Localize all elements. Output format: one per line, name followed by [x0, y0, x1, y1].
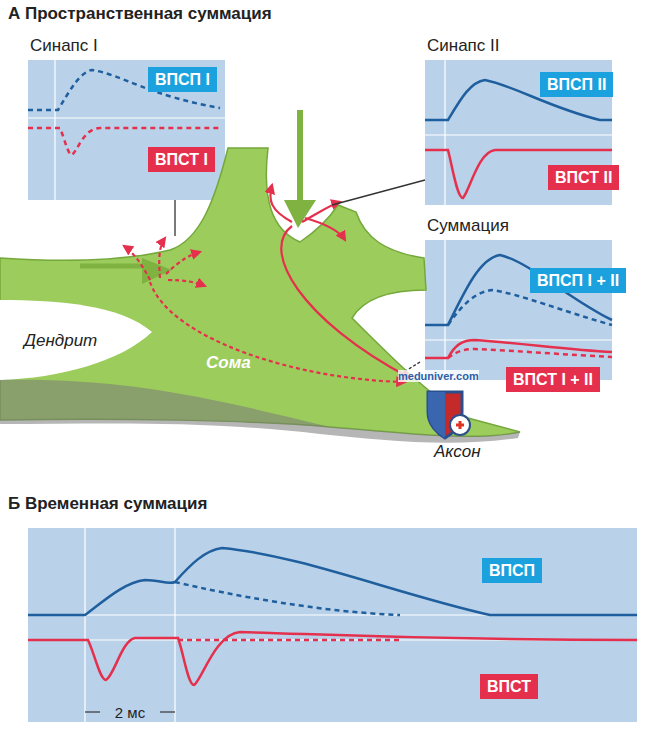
graph-panel [28, 528, 637, 722]
epsp-label: ВПСП [482, 558, 542, 583]
label-text: ВПСТ I + II [513, 371, 593, 388]
label-text: ВПСП [489, 562, 535, 579]
graph-panel: Синапс IВПСП IВПСТ I [28, 60, 225, 200]
watermark: meduniver.com [398, 370, 479, 382]
label-text: ВПСТ I [155, 151, 208, 168]
current-arrows [124, 238, 405, 382]
graph-panel [425, 60, 612, 205]
epsc-curve [28, 632, 637, 685]
epsc-curve [425, 340, 612, 358]
section-title: А Пространственная суммация [8, 4, 272, 24]
graph-panel [425, 240, 612, 380]
leader-lines [175, 180, 425, 372]
presynaptic-axon [80, 264, 148, 269]
epsp-label: ВПСП I + II [530, 268, 626, 293]
graph-panel: Синапс IIВПСП IIВПСТ II [425, 60, 612, 205]
epsc-curve [448, 349, 612, 358]
shadow [0, 380, 520, 443]
epsc-label: ВПСТ I [148, 147, 215, 172]
label-text: ВПСП I + II [537, 272, 619, 289]
watermark-shield [428, 392, 470, 438]
label-text: ВПСП II [547, 76, 606, 93]
epsp-curve [175, 582, 400, 615]
epsp-curve [28, 548, 637, 615]
label-text: ВПСП I [155, 71, 210, 88]
epsc-curve [178, 639, 400, 642]
panel-heading: Синапс I [30, 36, 98, 56]
presynaptic-axon [297, 110, 303, 200]
part-name: Дендрит [24, 331, 97, 351]
part-name: Сома [206, 353, 251, 373]
label-text: ВПСТ II [555, 169, 612, 186]
epsc-label: ВПСТ [480, 674, 538, 699]
scale-label: 2 мс [115, 704, 145, 721]
graph-panel [28, 60, 225, 200]
epsc-curve [425, 150, 612, 198]
graph-panel: СуммацияВПСП I + IIВПСТ I + II [425, 240, 612, 380]
label-text: ВПСТ [487, 678, 531, 695]
part-name: Аксон [434, 442, 480, 462]
current-arrows [270, 185, 410, 378]
dendrite-gap [0, 300, 152, 380]
epsc-label: ВПСТ II [548, 165, 619, 190]
epsc-label: ВПСТ I + II [506, 367, 600, 392]
epsp-label: ВПСП II [540, 72, 613, 97]
panel-heading: Суммация [427, 216, 509, 236]
epsp-curve [448, 290, 612, 325]
synapse-bouton [284, 200, 316, 228]
section-title: Б Временная суммация [8, 494, 207, 514]
panel-heading: Синапс II [427, 36, 500, 56]
epsp-label: ВПСП I [148, 67, 217, 92]
